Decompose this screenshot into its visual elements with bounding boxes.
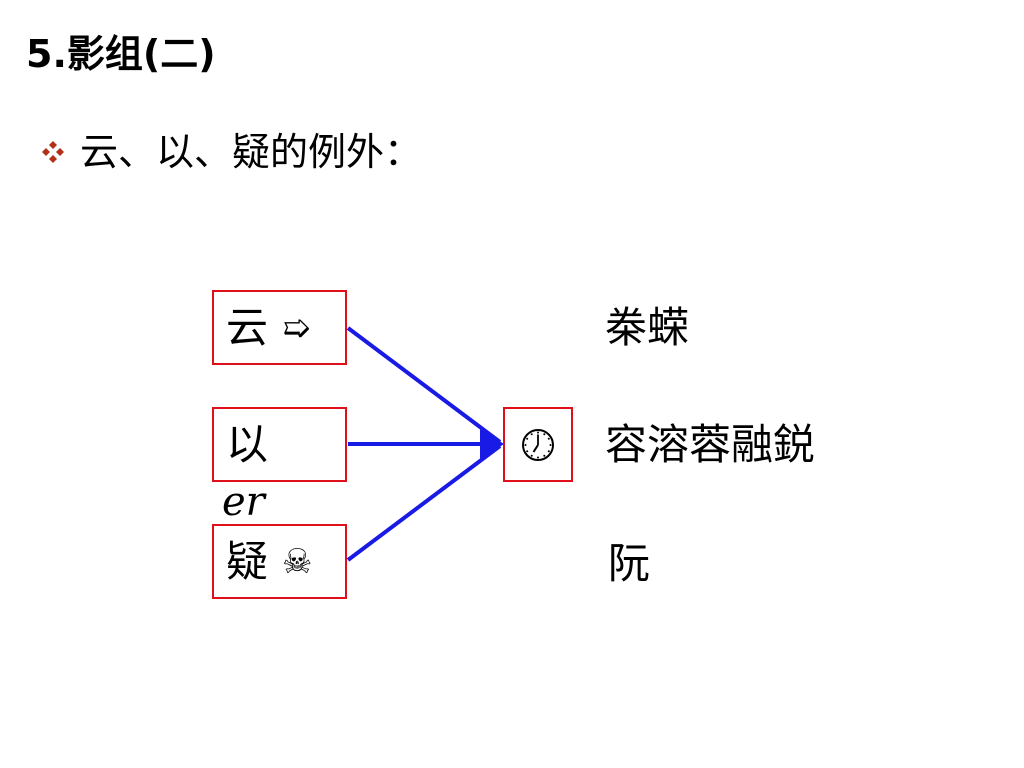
- source-box-yi2: 疑 ☠: [212, 524, 347, 599]
- arrow-symbol-icon: ➯: [282, 307, 311, 348]
- source-char: 以: [226, 419, 269, 469]
- source-box-yi: 以: [212, 407, 347, 482]
- arrow-line-1: [346, 326, 502, 444]
- source-box-yun: 云 ➯: [212, 290, 347, 365]
- result-text-1: 桊蝾: [605, 303, 690, 352]
- overflow-symbol: er: [222, 479, 265, 525]
- bullet-text: 云、以、疑的例外：: [80, 130, 423, 174]
- bullet-item: 云、以、疑的例外：: [40, 128, 422, 176]
- source-char: 疑: [226, 536, 269, 586]
- diamond-bullet-icon: [42, 141, 64, 163]
- page-title: 5.影组(二): [26, 30, 216, 78]
- arrowhead-icon: [480, 428, 504, 460]
- result-text-2: 容溶蓉融鋭: [605, 420, 816, 469]
- source-char: 云: [226, 302, 269, 352]
- clock-icon: [522, 428, 554, 461]
- result-text-3: 阮: [608, 539, 651, 588]
- skull-crossbones-icon: ☠: [282, 541, 313, 582]
- arrow-line-3: [346, 444, 502, 562]
- title-text: 影组(二): [66, 32, 216, 76]
- target-box: [503, 407, 573, 482]
- title-number: 5.: [26, 32, 67, 76]
